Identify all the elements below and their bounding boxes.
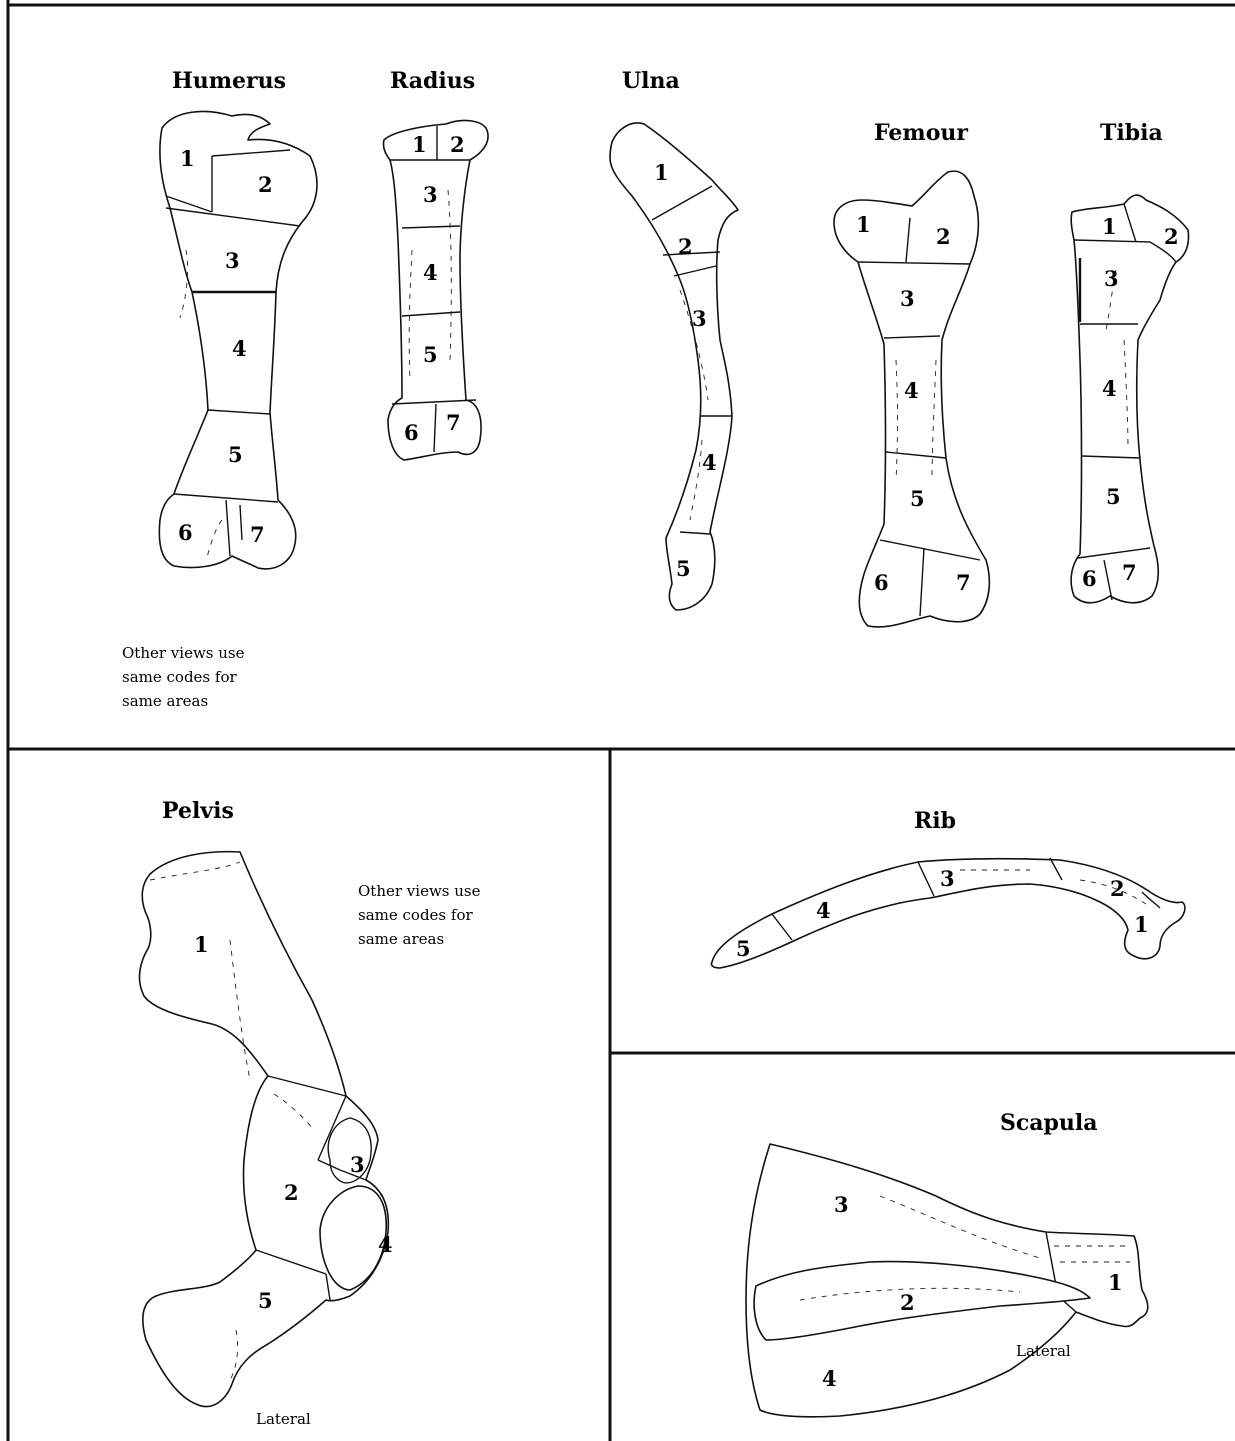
ulna-figure: Ulna 1 2 3 4 5 bbox=[610, 68, 738, 610]
scapula-zone-3: 3 bbox=[834, 1192, 849, 1217]
tibia-zone-1: 1 bbox=[1102, 214, 1117, 239]
femur-zone-3: 3 bbox=[900, 286, 915, 311]
pelvis-zone-2: 2 bbox=[284, 1180, 299, 1205]
radius-zone-7: 7 bbox=[446, 410, 461, 435]
femur-zone-7: 7 bbox=[956, 570, 971, 595]
radius-figure: Radius 1 2 3 4 5 6 7 bbox=[383, 68, 488, 460]
ulna-zone-2: 2 bbox=[678, 234, 693, 259]
pelvis-note: Other views use same codes for same area… bbox=[358, 882, 481, 948]
femur-zone-5: 5 bbox=[910, 486, 925, 511]
humerus-zone-5: 5 bbox=[228, 442, 243, 467]
pelvis-outline bbox=[140, 852, 389, 1407]
ulna-outline bbox=[610, 123, 738, 610]
femur-zone-2: 2 bbox=[936, 224, 951, 249]
radius-zone-6: 6 bbox=[404, 420, 419, 445]
rib-title: Rib bbox=[914, 808, 956, 834]
tibia-zone-7: 7 bbox=[1122, 560, 1137, 585]
humerus-zone-6: 6 bbox=[178, 520, 193, 545]
pelvis-note-line-2: same codes for bbox=[358, 906, 473, 924]
ulna-zone-5: 5 bbox=[676, 556, 691, 581]
femur-figure: Femour 1 2 3 4 5 6 7 bbox=[834, 120, 989, 627]
femur-zone-4: 4 bbox=[904, 378, 919, 403]
pelvis-title: Pelvis bbox=[162, 798, 234, 824]
humerus-zone-1: 1 bbox=[180, 146, 195, 171]
radius-zone-1: 1 bbox=[412, 132, 427, 157]
tibia-zone-2: 2 bbox=[1164, 224, 1179, 249]
ulna-zone-1: 1 bbox=[654, 160, 669, 185]
tibia-zone-3: 3 bbox=[1104, 266, 1119, 291]
note-line-2: same codes for bbox=[122, 668, 237, 686]
humerus-title: Humerus bbox=[172, 68, 286, 94]
tibia-zone-6: 6 bbox=[1082, 566, 1097, 591]
radius-title: Radius bbox=[390, 68, 475, 94]
radius-zone-2: 2 bbox=[450, 132, 465, 157]
radius-zone-4: 4 bbox=[423, 260, 438, 285]
scapula-zone-2: 2 bbox=[900, 1290, 915, 1315]
note-line-3: same areas bbox=[122, 692, 208, 710]
scapula-zone-1: 1 bbox=[1108, 1270, 1123, 1295]
rib-zone-5: 5 bbox=[736, 936, 751, 961]
humerus-zone-3: 3 bbox=[225, 248, 240, 273]
humerus-figure: Humerus 1 2 3 4 5 6 7 bbox=[159, 68, 317, 569]
radius-zone-3: 3 bbox=[423, 182, 438, 207]
rib-zone-3: 3 bbox=[940, 866, 955, 891]
pelvis-zone-5: 5 bbox=[258, 1288, 273, 1313]
scapula-zone-4: 4 bbox=[822, 1366, 837, 1391]
pelvis-note-line-1: Other views use bbox=[358, 882, 481, 900]
ulna-zone-3: 3 bbox=[692, 306, 707, 331]
ulna-zone-4: 4 bbox=[702, 450, 717, 475]
humerus-zone-4: 4 bbox=[232, 336, 247, 361]
rib-zone-1: 1 bbox=[1134, 912, 1149, 937]
femur-zone-6: 6 bbox=[874, 570, 889, 595]
pelvis-view-label: Lateral bbox=[256, 1410, 311, 1428]
pelvis-zone-4: 4 bbox=[378, 1232, 393, 1257]
pelvis-figure: Pelvis 1 2 3 4 5 bbox=[140, 798, 393, 1407]
rib-zone-4: 4 bbox=[816, 898, 831, 923]
rib-zone-2: 2 bbox=[1110, 876, 1125, 901]
scapula-title: Scapula bbox=[1000, 1110, 1098, 1136]
rib-figure: Rib 1 2 3 4 5 bbox=[711, 808, 1184, 968]
pelvis-zone-1: 1 bbox=[194, 932, 209, 957]
tibia-title: Tibia bbox=[1100, 120, 1163, 146]
tibia-figure: Tibia 1 2 3 4 5 6 7 bbox=[1071, 120, 1188, 603]
femur-zone-1: 1 bbox=[856, 212, 871, 237]
scapula-view-label: Lateral bbox=[1016, 1342, 1071, 1360]
tibia-zone-4: 4 bbox=[1102, 376, 1117, 401]
note-line-1: Other views use bbox=[122, 644, 245, 662]
humerus-zone-7: 7 bbox=[250, 522, 265, 547]
pelvis-note-line-3: same areas bbox=[358, 930, 444, 948]
long-bones-note: Other views use same codes for same area… bbox=[122, 644, 245, 710]
humerus-zone-2: 2 bbox=[258, 172, 273, 197]
radius-zone-5: 5 bbox=[423, 342, 438, 367]
scapula-figure: Scapula 3 1 2 4 bbox=[746, 1110, 1148, 1417]
pelvis-zone-3: 3 bbox=[350, 1152, 365, 1177]
tibia-zone-5: 5 bbox=[1106, 484, 1121, 509]
ulna-title: Ulna bbox=[622, 68, 680, 94]
femur-title: Femour bbox=[874, 120, 968, 146]
